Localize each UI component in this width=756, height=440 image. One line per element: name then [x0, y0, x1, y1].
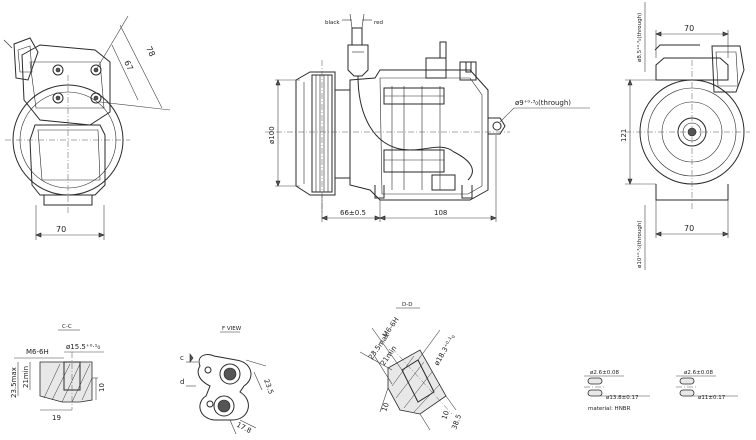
dd-10b: 10	[440, 410, 451, 421]
section-dd	[359, 307, 457, 431]
f-d-label: d	[180, 378, 184, 386]
cc-23max: 23.5max	[10, 367, 18, 398]
oring2-wire: ø2.6±0.08	[684, 370, 713, 376]
section-cc	[14, 329, 104, 411]
oring-1	[584, 375, 650, 397]
center-through-hole: ø9⁺⁰·³₀(through)	[515, 99, 571, 107]
right-rear-view	[625, 2, 750, 270]
cc-dia: ø15.5⁺⁰·¹₀	[66, 343, 100, 351]
oring-2	[676, 375, 738, 397]
left-dim-67: 67	[122, 59, 135, 72]
right-height-121: 121	[620, 129, 628, 142]
right-bottom-70: 70	[684, 224, 694, 233]
dd-dia: ø18.3⁺⁰·¹₀	[433, 333, 457, 367]
left-dim-70: 70	[56, 225, 66, 234]
cc-21min: 21min	[22, 366, 30, 388]
f-23-5: 23.5	[262, 378, 275, 395]
f-view	[186, 331, 267, 435]
center-main-view	[265, 13, 590, 222]
wire-black-label: black	[325, 20, 340, 26]
f-17-8: 17.8	[235, 421, 253, 435]
center-dia100: ø100	[268, 126, 276, 144]
dd-38-5: 38.5	[450, 413, 463, 430]
right-top-through: ø8.5⁺⁰·³₀(through)	[636, 13, 643, 62]
right-top-70: 70	[684, 24, 694, 33]
section-cc-label: C-C	[62, 324, 72, 330]
left-side-view	[3, 15, 171, 240]
cc-10: 10	[98, 383, 106, 392]
oring2-od: ø11±0.17	[698, 395, 726, 401]
section-fview-label: F VIEW	[222, 326, 242, 332]
cc-thread: M6-6H	[26, 348, 49, 356]
oring1-material: material: HNBR	[588, 406, 631, 412]
f-c-label: c	[180, 354, 184, 362]
cc-19: 19	[52, 414, 61, 422]
center-dim-66: 66±0.5	[340, 209, 366, 217]
wire-red-label: red	[374, 20, 383, 26]
oring1-wire: ø2.6±0.08	[590, 370, 619, 376]
section-dd-label: D-D	[402, 302, 412, 308]
dd-10: 10	[380, 402, 391, 413]
right-bottom-through: ø10⁺⁰·³₀(through)	[636, 220, 643, 268]
center-dim-108: 108	[434, 209, 447, 217]
oring1-od: ø13.8±0.17	[606, 395, 639, 401]
left-dim-78: 78	[144, 45, 157, 58]
